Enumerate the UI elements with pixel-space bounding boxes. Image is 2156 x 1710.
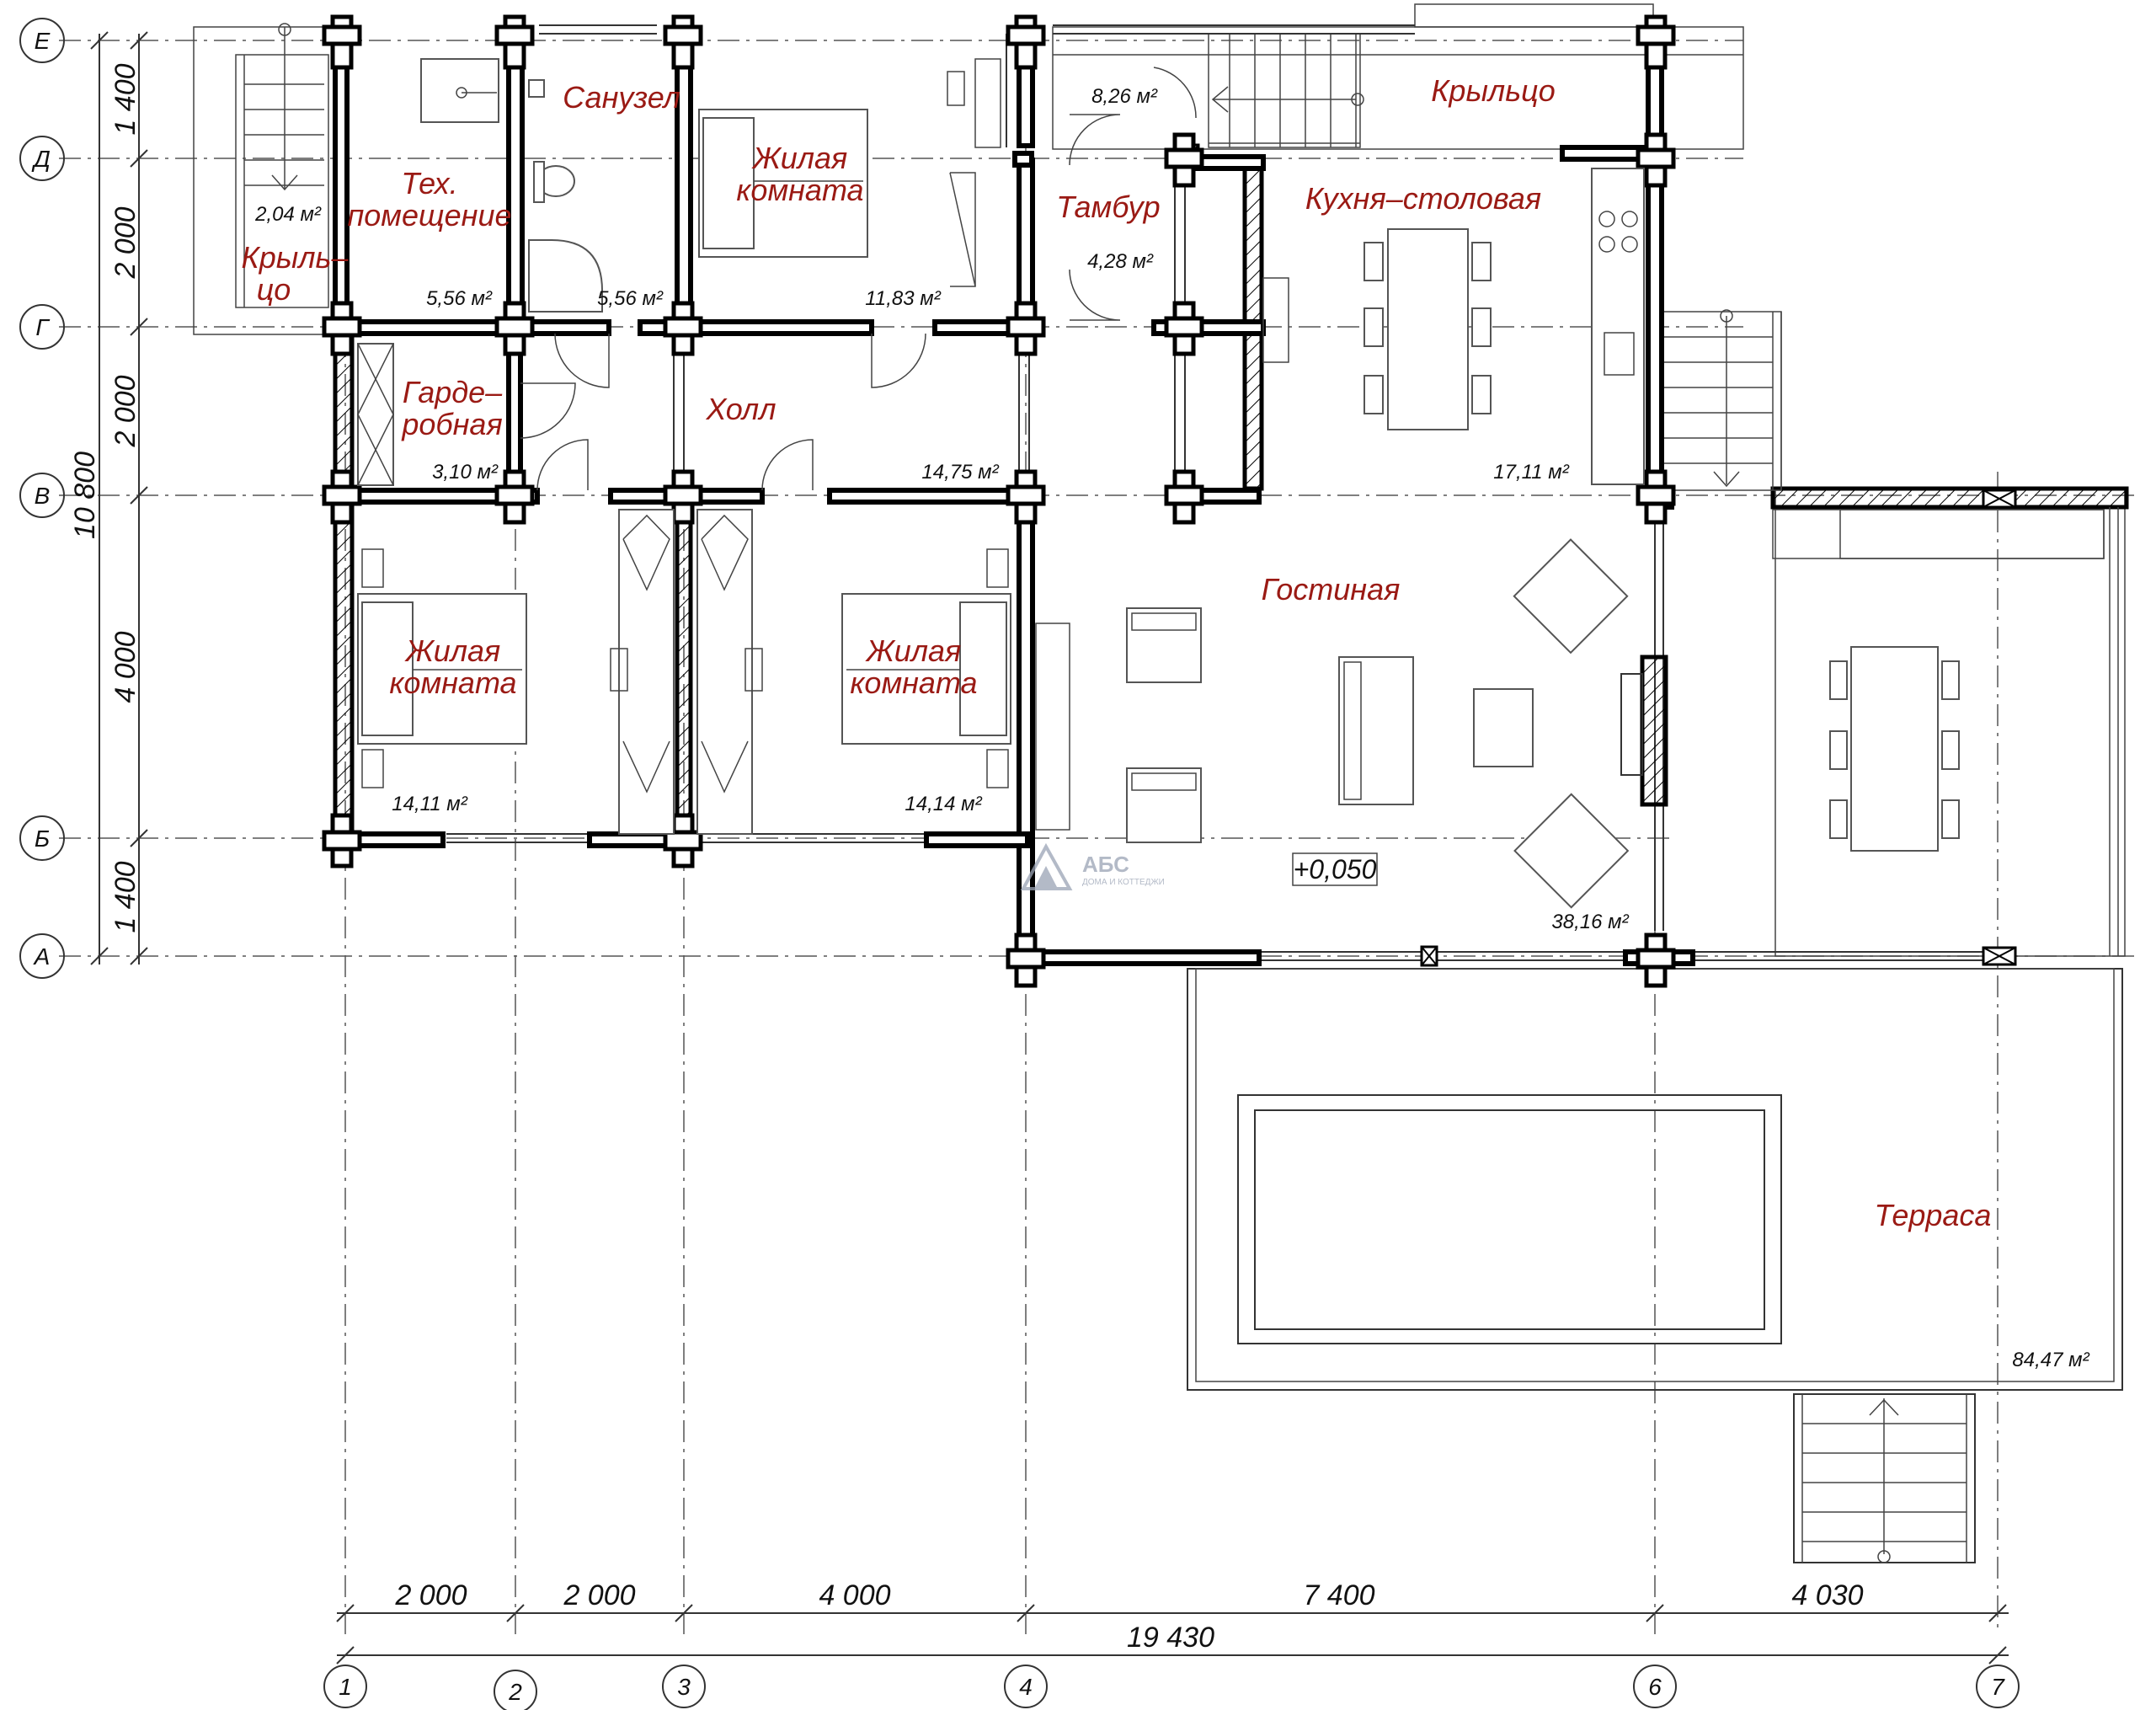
pool [1237, 1094, 1782, 1344]
tech-room-name-2: помещение [347, 198, 511, 232]
dim-left-1: 1 400 [109, 63, 141, 135]
dim-left-2: 2 000 [109, 206, 141, 279]
porch-left-name-1: Крыль– [242, 240, 350, 275]
axis-label-1: 1 [339, 1674, 352, 1700]
terrace-table [1850, 646, 1939, 852]
bedroom-mid-name-2: комната [850, 665, 977, 700]
dim-left-3: 2 000 [109, 375, 141, 447]
axis-label-6: 6 [1648, 1674, 1662, 1700]
bathroom-name: Санузел [563, 80, 680, 115]
porch-top-area: 8,26 м² [1091, 85, 1158, 108]
bottom-axis-markers: 1 2 3 4 6 7 [323, 1665, 2020, 1710]
living-area: 38,16 м² [1551, 911, 1629, 933]
porch-top-name: Крыльцо [1431, 73, 1556, 108]
dim-left-4: 4 000 [109, 631, 141, 703]
wardrobe-name-1: Гарде– [403, 375, 503, 409]
company-logo: АБС ДОМА И КОТТЕДЖИ [1020, 842, 1165, 890]
bedroom-top-name-1: Жилая [751, 141, 848, 175]
axis-label-b: Б [35, 826, 50, 852]
kitchen-area: 17,11 м² [1493, 461, 1569, 484]
dim-bottom-3: 4 000 [819, 1579, 890, 1611]
wardrobe-name-2: робная [401, 407, 502, 441]
axis-label-2: 2 [508, 1679, 522, 1705]
axis-label-v: В [35, 483, 51, 509]
bedroom-mid-area: 14,14 м² [905, 793, 982, 815]
doors [520, 67, 1197, 491]
bedroom-left-name-2: комната [389, 665, 516, 700]
logo-subtitle: ДОМА И КОТТЕДЖИ [1082, 878, 1165, 887]
dim-bottom-4: 7 400 [1303, 1579, 1374, 1611]
wardrobe-area: 3,10 м² [432, 461, 499, 484]
dim-left-5: 1 400 [109, 861, 141, 932]
hall-name: Холл [705, 392, 776, 426]
axis-label-a: А [33, 943, 51, 970]
bedroom-top-area: 11,83 м² [865, 287, 941, 310]
porch-left-area: 2,04 м² [254, 203, 322, 226]
dim-bottom-total: 19 430 [1127, 1622, 1214, 1654]
bedroom-left-name-1: Жилая [404, 633, 501, 668]
axis-label-3: 3 [677, 1674, 691, 1700]
terrace-structure [1187, 309, 2129, 1563]
axis-label-d: Д [31, 146, 51, 172]
axis-label-g: Г [35, 314, 50, 340]
hall-area: 14,75 м² [921, 461, 999, 484]
dim-left-total: 10 800 [69, 452, 101, 539]
axis-label-7: 7 [1991, 1674, 2005, 1700]
logo-name: АБС [1082, 852, 1129, 877]
left-axis-markers: Е Д Г В Б А [19, 18, 65, 979]
living-name: Гостиная [1262, 572, 1401, 607]
room-labels: Тех. помещение 5,56 м² Санузел 5,56 м² Ж… [242, 73, 2090, 1371]
bottom-dimension-chain: 2 000 2 000 4 000 7 400 4 030 19 430 [336, 1579, 2009, 1665]
porch-left-name-2: цо [257, 272, 291, 307]
dim-bottom-5: 4 030 [1791, 1579, 1863, 1611]
bedroom-top-name-2: комната [736, 173, 863, 207]
log-corner-joints [322, 14, 1676, 988]
dim-bottom-2: 2 000 [563, 1579, 635, 1611]
dim-bottom-1: 2 000 [394, 1579, 467, 1611]
bedroom-left-area: 14,11 м² [392, 793, 467, 815]
axis-label-4: 4 [1019, 1674, 1033, 1700]
tech-room-name-1: Тех. [401, 166, 457, 200]
bedroom-mid-name-1: Жилая [865, 633, 962, 668]
bathroom-area: 5,56 м² [597, 287, 664, 310]
fireplace [1620, 673, 1643, 776]
level-mark: +0,050 [1294, 854, 1377, 884]
vestibule-area: 4,28 м² [1087, 250, 1154, 273]
furniture [357, 58, 1645, 909]
terrace-name: Терраса [1875, 1198, 1992, 1232]
tech-room-area: 5,56 м² [426, 287, 493, 310]
top-porch-structure [193, 3, 1744, 335]
terrace-area: 84,47 м² [2012, 1349, 2089, 1371]
axis-label-e: Е [35, 28, 51, 54]
left-dimension-chain: 1 400 2 000 2 000 4 000 1 400 10 800 [69, 31, 148, 965]
vestibule-name: Тамбур [1056, 190, 1160, 224]
kitchen-name: Кухня–столовая [1305, 181, 1541, 216]
